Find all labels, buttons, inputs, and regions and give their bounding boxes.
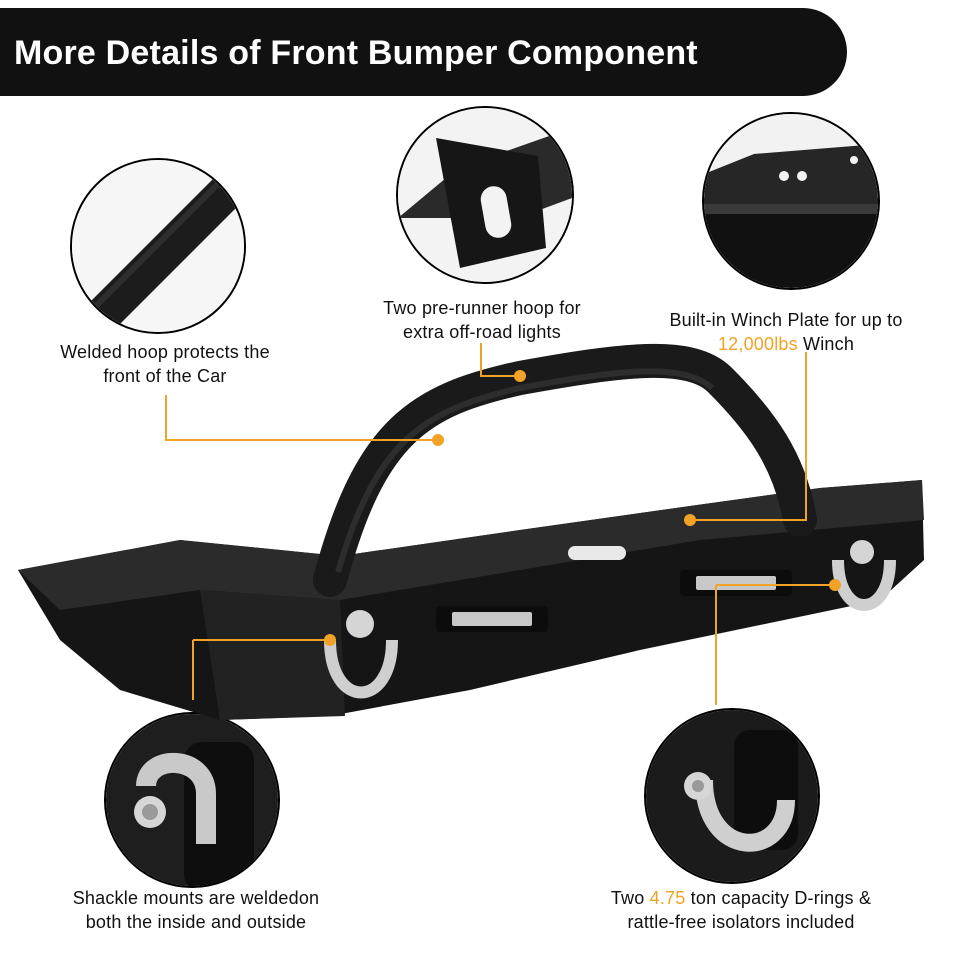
caption-d-rings: Two 4.75 ton capacity D-rings & rattle-f… (574, 886, 908, 934)
winch-capacity-unit: Winch (797, 334, 855, 354)
caption-d-rings-line1: Two 4.75 ton capacity D-rings & (574, 886, 908, 910)
caption-shackle-mounts: Shackle mounts are weldedon both the ins… (46, 886, 346, 934)
caption-winch-plate: Built-in Winch Plate for up to 12,000lbs… (636, 308, 936, 356)
left-shackle (324, 639, 398, 699)
callout-leader-lines (165, 343, 835, 705)
bumper-top-face (18, 480, 924, 610)
caption-winch-plate-line2: 12,000lbs Winch (636, 332, 936, 356)
caption-welded-hoop: Welded hoop protects the front of the Ca… (30, 340, 300, 388)
winch-slot (568, 546, 626, 560)
title-banner: More Details of Front Bumper Component (0, 8, 847, 96)
pre-runner-tab-detail-image (398, 108, 572, 282)
detail-circle-d-ring (644, 708, 820, 884)
detail-circle-winch-plate (702, 112, 880, 290)
caption-winch-plate-line1: Built-in Winch Plate for up to (669, 310, 903, 330)
d-ring-detail-image (646, 710, 818, 882)
caption-pre-runner: Two pre-runner hoop for extra off-road l… (350, 296, 614, 344)
d-rings-text-post: ton capacity D-rings & (685, 888, 872, 908)
page-title: More Details of Front Bumper Component (14, 34, 698, 72)
detail-circle-shackle-mount (104, 712, 280, 888)
callout-dots (324, 370, 841, 646)
welded-hoop-detail-image (72, 160, 244, 332)
winch-plate-detail-image (704, 114, 878, 288)
winch-capacity-value: 12,000lbs (717, 334, 798, 354)
right-shackle (832, 559, 896, 611)
shackle-mount-detail-image (106, 714, 278, 886)
left-light-lens (452, 612, 532, 626)
caption-pre-runner-line2: extra off-road lights (403, 322, 561, 342)
hoop-bar (313, 343, 817, 597)
caption-shackle-mounts-line2: both the inside and outside (85, 912, 307, 932)
caption-shackle-mounts-line1: Shackle mounts are weldedon (72, 888, 320, 908)
d-rings-capacity-value: 4.75 (649, 888, 686, 908)
d-rings-text-pre: Two (610, 888, 650, 908)
detail-circle-pre-runner-tab (396, 106, 574, 284)
right-light-lens (696, 576, 776, 590)
caption-d-rings-line2: rattle-free isolators included (627, 912, 855, 932)
caption-pre-runner-line1: Two pre-runner hoop for (383, 298, 581, 318)
caption-welded-hoop-line1: Welded hoop protects the (60, 342, 270, 362)
caption-welded-hoop-line2: front of the Car (103, 366, 227, 386)
detail-circle-welded-hoop (70, 158, 246, 334)
